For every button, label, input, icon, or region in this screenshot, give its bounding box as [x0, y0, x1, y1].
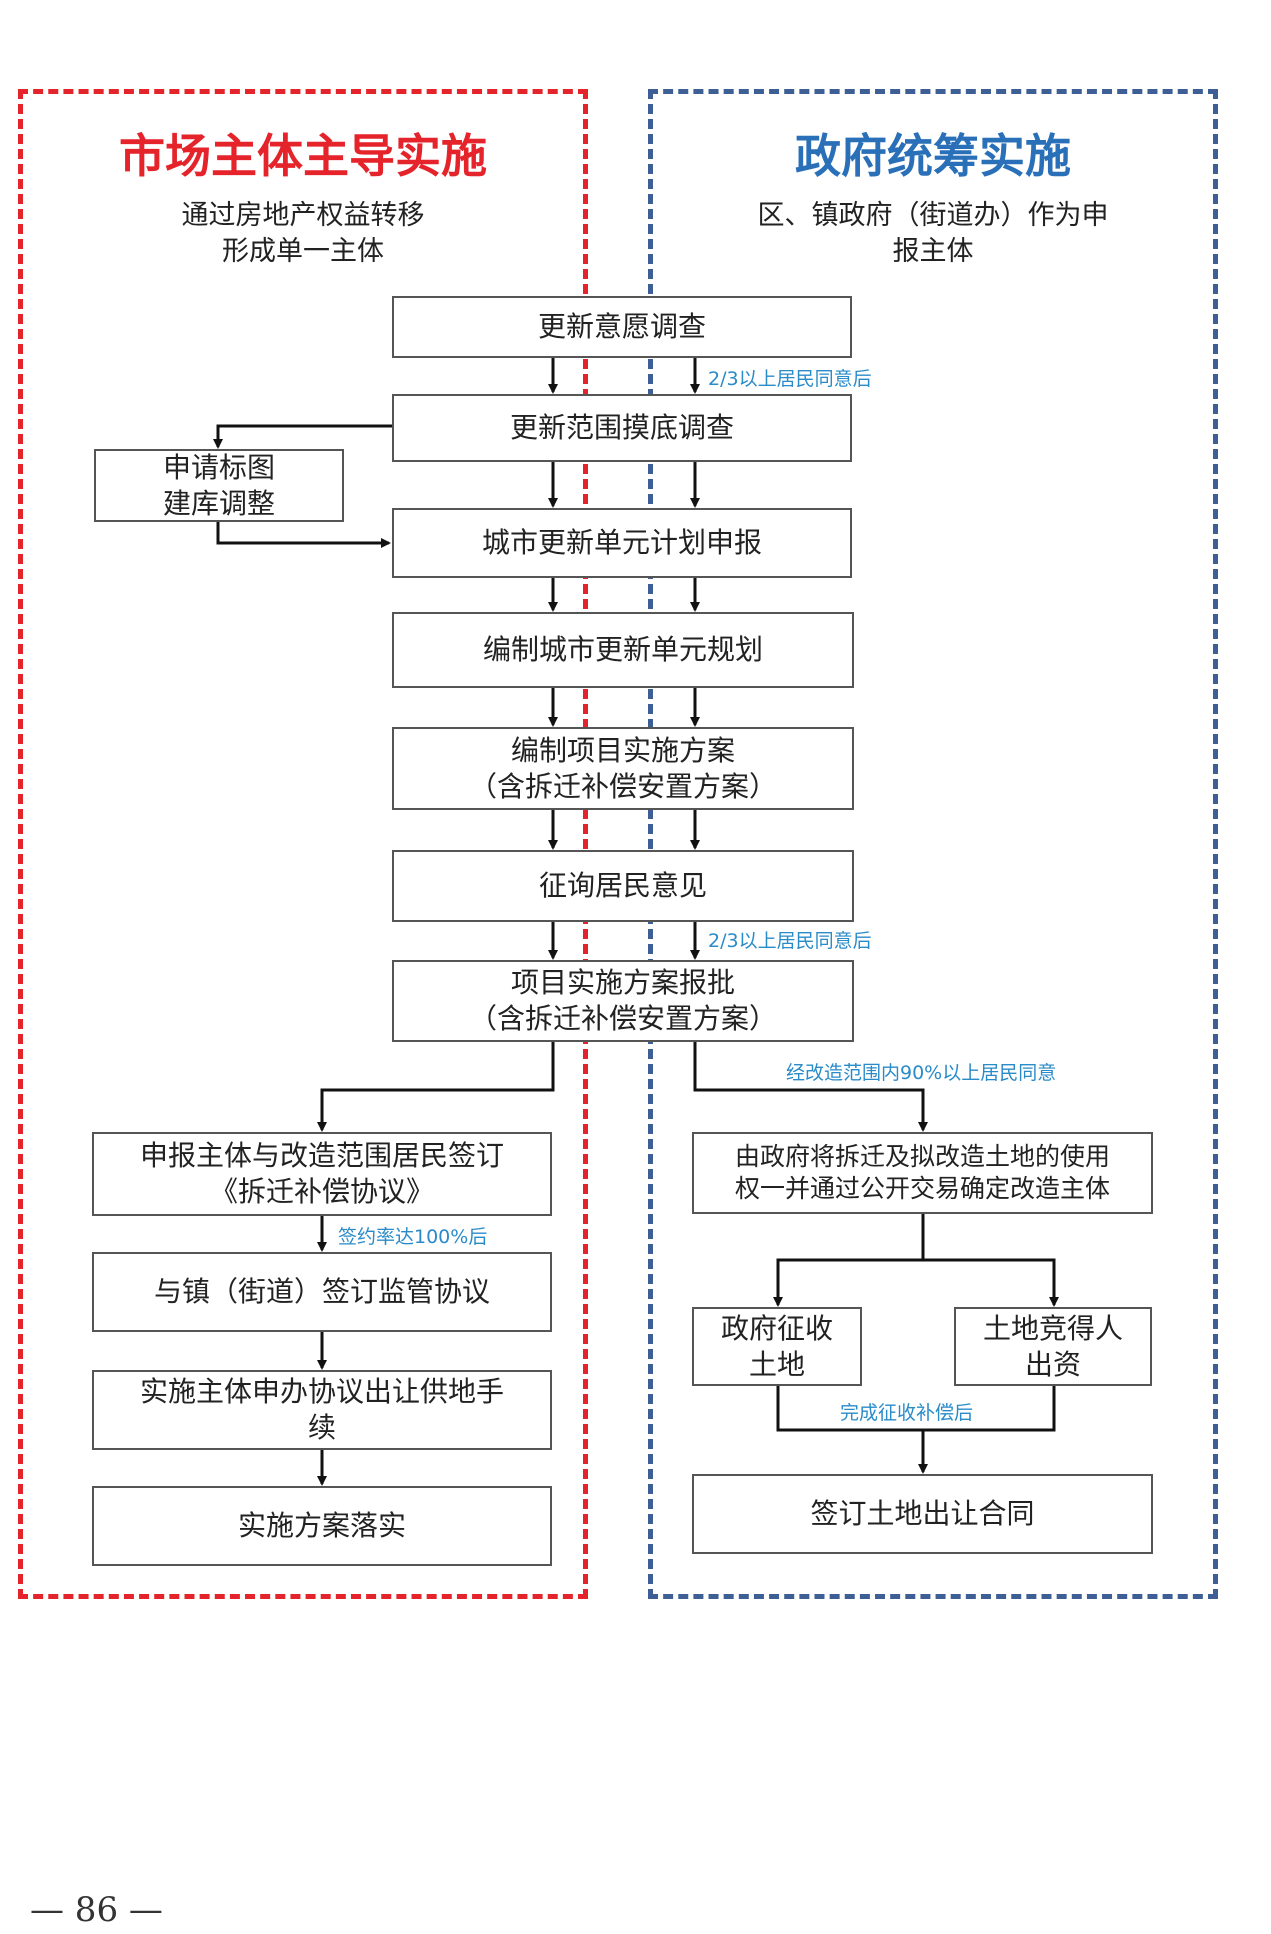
arrow-side-to-step3	[216, 522, 391, 548]
step-renewal-willingness-survey: 更新意愿调查	[392, 296, 852, 358]
step-label: 项目实施方案报批	[510, 966, 735, 999]
step-label: 签订土地出让合同	[810, 1497, 1035, 1530]
merge-gov-bidder	[776, 1386, 1056, 1432]
arrow-step7-to-right1	[693, 1042, 928, 1132]
step-implementation-plan: 编制项目实施方案 （含拆迁补偿安置方案）	[392, 727, 854, 810]
step-label: 编制城市更新单元规划	[482, 633, 763, 666]
step-plan-implementation: 实施方案落实	[92, 1486, 552, 1566]
step-label: 城市更新单元计划申报	[481, 526, 762, 559]
step-government-land-acquisition: 政府征收 土地	[692, 1307, 862, 1386]
subtitle-line: 报主体	[892, 236, 974, 267]
step-label: （含拆迁补偿安置方案）	[468, 1002, 777, 1035]
note-compensation-complete: 完成征收补偿后	[840, 1402, 974, 1424]
note-two-thirds-consent: 2/3以上居民同意后	[708, 368, 872, 390]
step-unit-planning: 编制城市更新单元规划	[392, 612, 854, 688]
panel-market-led: 市场主体主导实施 通过房地产权益转移 形成单一主体	[18, 89, 588, 1599]
step-map-database-adjustment: 申请标图 建库调整	[94, 449, 344, 522]
step-land-supply-procedure: 实施主体申办协议出让供地手 续	[92, 1370, 552, 1450]
note-ninety-percent-consent: 经改造范围内90%以上居民同意	[786, 1062, 1057, 1084]
panel-title-market-led: 市场主体主导实施	[119, 129, 487, 183]
subtitle-line: 形成单一主体	[222, 236, 384, 267]
panel-government-led: 政府统筹实施 区、镇政府（街道办）作为申 报主体	[648, 89, 1218, 1599]
arrow-split-to-gov	[773, 1258, 923, 1307]
note-two-thirds-consent: 2/3以上居民同意后	[708, 930, 872, 952]
arrow-split-to-bidder	[923, 1258, 1059, 1307]
step-label: 申请标图	[162, 450, 275, 484]
step-label: 土地	[748, 1347, 805, 1381]
step-unit-plan-application: 城市更新单元计划申报	[392, 508, 852, 578]
step-label: （含拆迁补偿安置方案）	[468, 769, 777, 803]
note-signing-rate: 签约率达100%后	[338, 1226, 488, 1248]
step-resident-consultation: 征询居民意见	[392, 850, 854, 922]
step-label: 土地竞得人	[982, 1311, 1123, 1345]
step-label: 编制项目实施方案	[510, 733, 735, 767]
step-land-bidder-funding: 土地竞得人 出资	[954, 1307, 1152, 1386]
step-scope-baseline-survey: 更新范围摸底调查	[392, 394, 852, 462]
step-label: 更新范围摸底调查	[509, 411, 734, 444]
panel-subtitle-government-led: 区、镇政府（街道办）作为申 报主体	[653, 198, 1213, 270]
panel-subtitle-market-led: 通过房地产权益转移 形成单一主体	[23, 198, 583, 270]
page-number: — 86 —	[30, 1890, 163, 1930]
panel-title-government-led: 政府统筹实施	[795, 129, 1071, 183]
subtitle-line: 区、镇政府（街道办）作为申	[757, 200, 1109, 231]
step-sign-compensation-agreement: 申报主体与改造范围居民签订 《拆迁补偿协议》	[92, 1132, 552, 1216]
step-label: 与镇（街道）签订监管协议	[153, 1275, 490, 1308]
step-label: 实施主体申办协议出让供地手	[139, 1375, 504, 1408]
step-label: 申报主体与改造范围居民签订	[139, 1139, 504, 1172]
subtitle-line: 通过房地产权益转移	[181, 200, 425, 231]
step-label: 征询居民意见	[538, 869, 707, 902]
step-label: 建库调整	[162, 486, 275, 520]
arrow-step7-to-left1	[317, 1042, 555, 1132]
step-label: 实施方案落实	[237, 1509, 406, 1542]
step-land-transfer-contract: 签订土地出让合同	[692, 1474, 1153, 1554]
step-label: 更新意愿调查	[537, 310, 706, 343]
step-public-transaction: 由政府将拆迁及拟改造土地的使用 权一并通过公开交易确定改造主体	[692, 1132, 1153, 1214]
step-label: 续	[307, 1411, 336, 1444]
step-label: 政府征收	[720, 1311, 833, 1345]
step-label: 权一并通过公开交易确定改造主体	[734, 1174, 1110, 1203]
step-label: 由政府将拆迁及拟改造土地的使用	[734, 1142, 1110, 1171]
step-label: 《拆迁补偿协议》	[209, 1175, 434, 1208]
step-sign-supervision-agreement: 与镇（街道）签订监管协议	[92, 1252, 552, 1332]
arrow-step2-to-side	[213, 424, 392, 449]
step-label: 出资	[1024, 1347, 1081, 1381]
step-plan-approval: 项目实施方案报批 （含拆迁补偿安置方案）	[392, 960, 854, 1042]
